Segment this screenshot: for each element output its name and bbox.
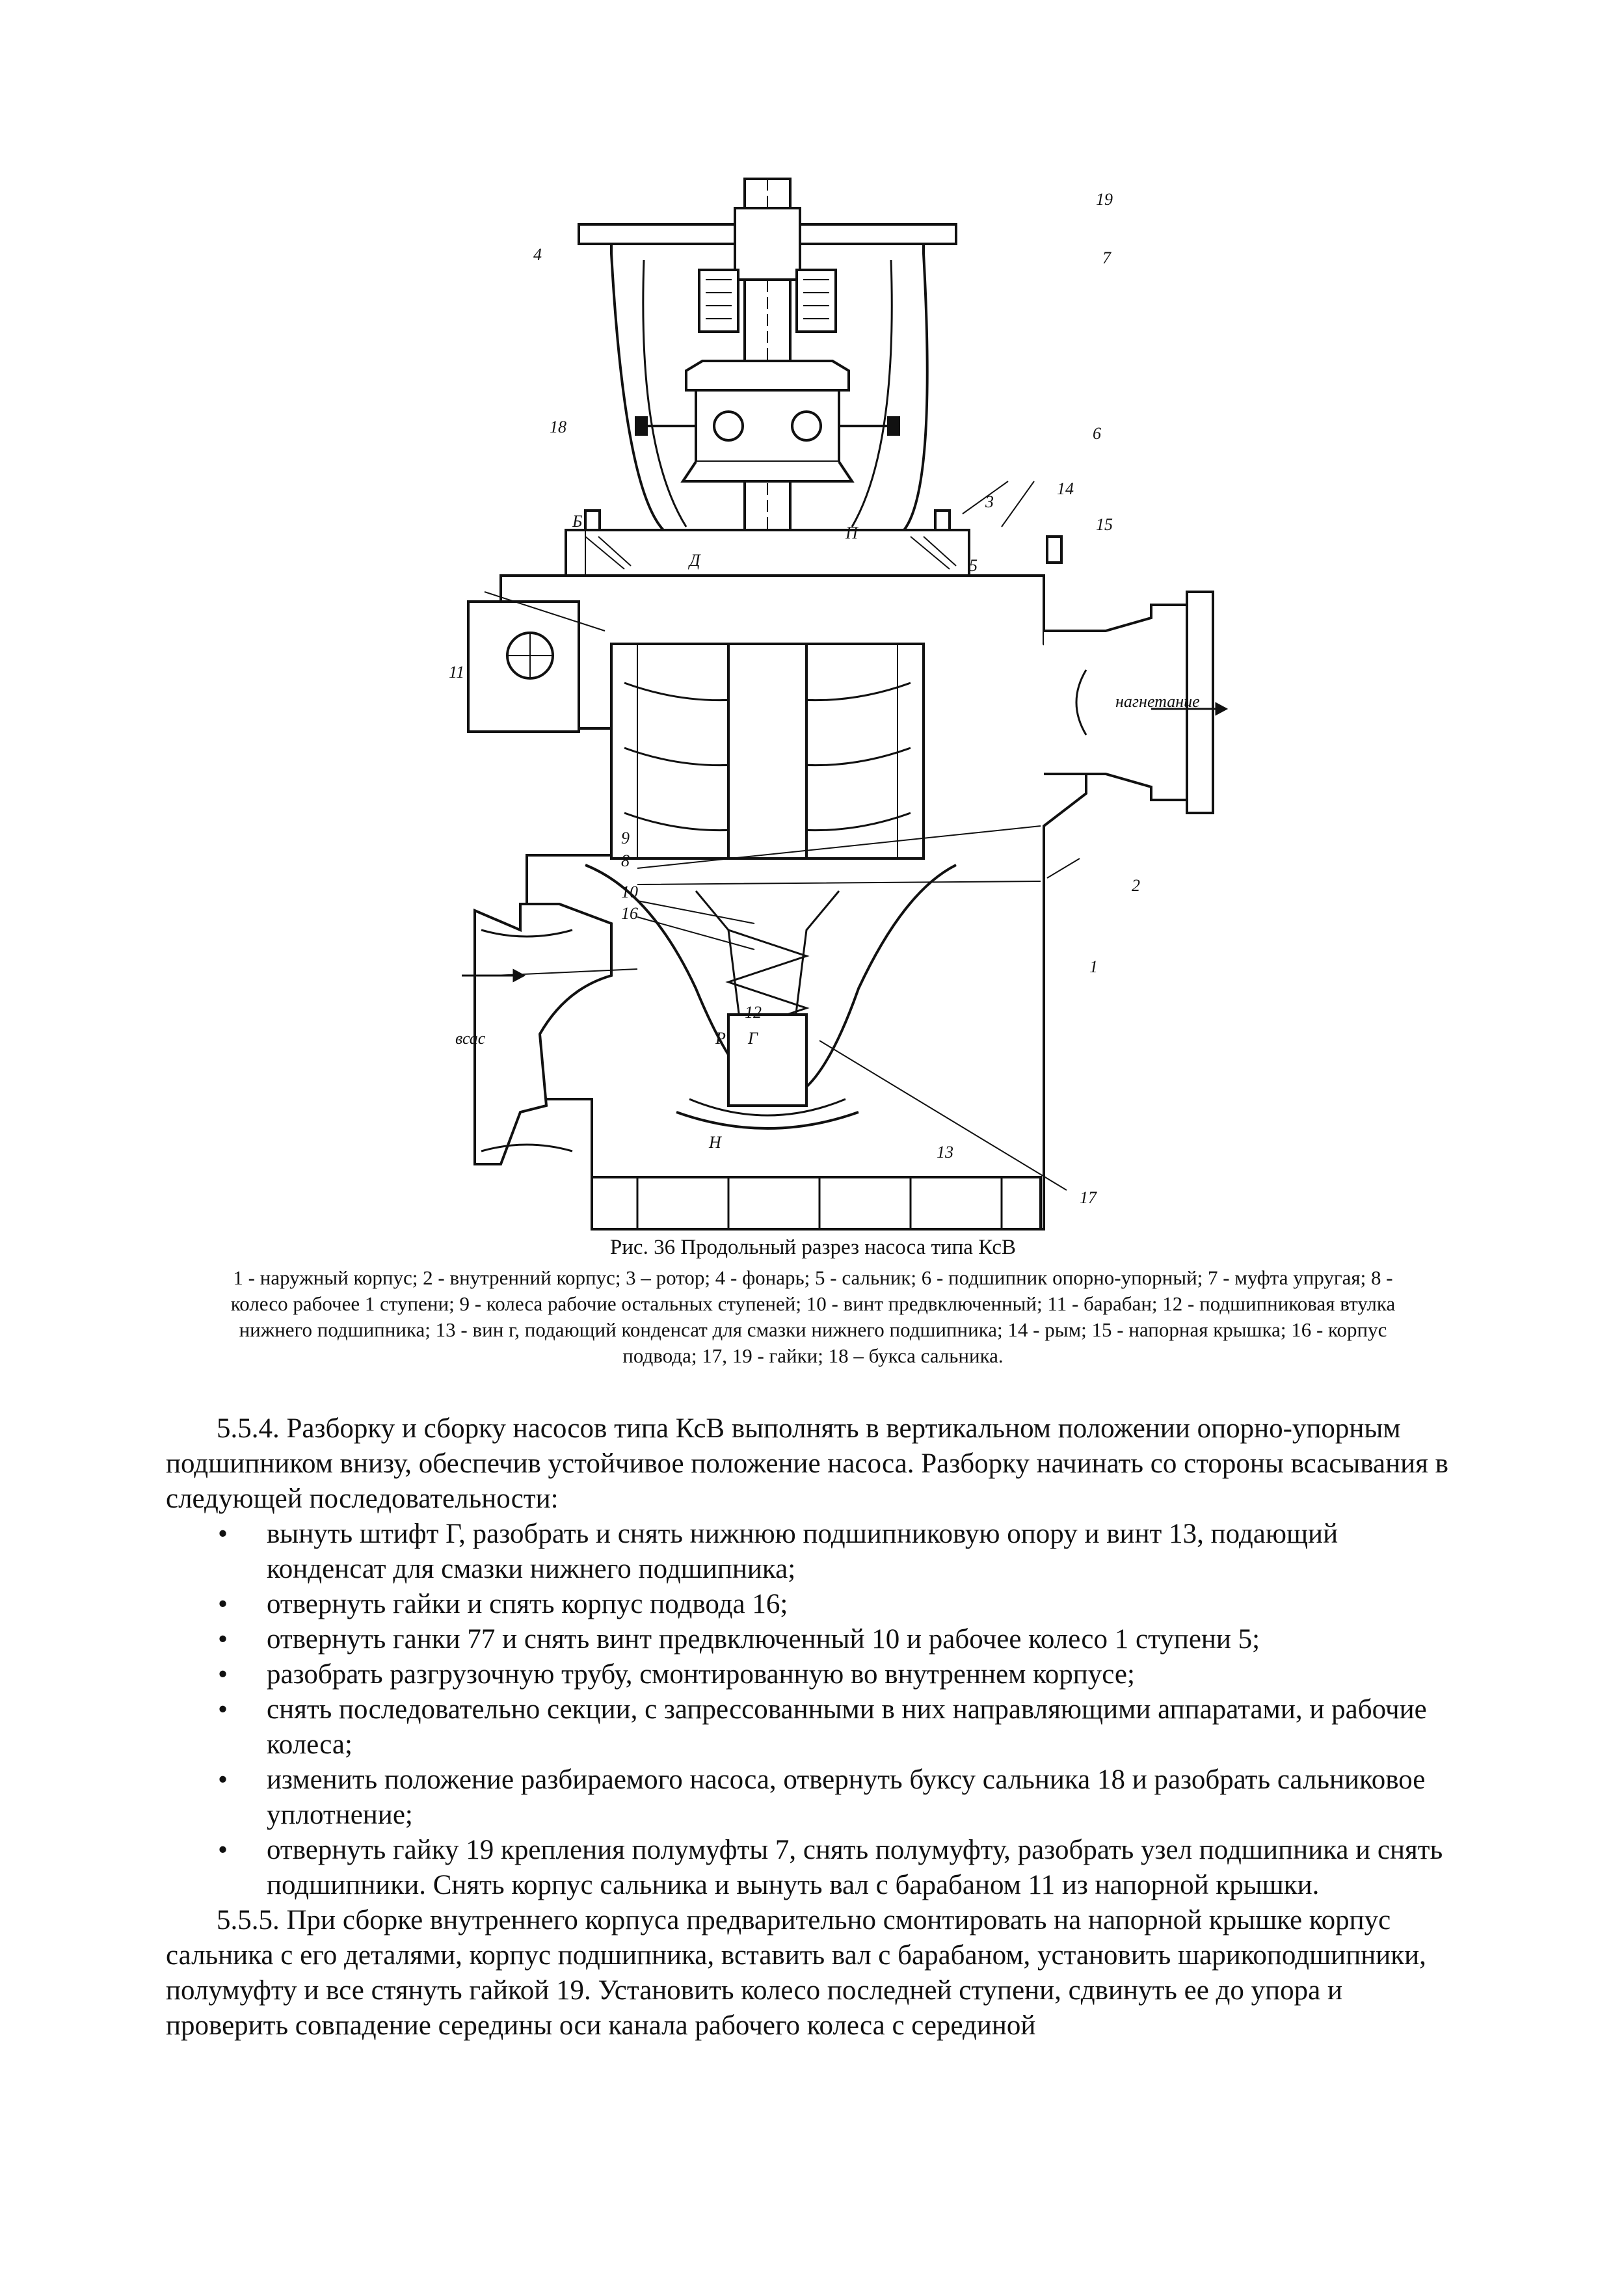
callout-9: 9 — [621, 829, 630, 847]
callout-18: 18 — [550, 418, 566, 436]
bullet-icon: • — [218, 1835, 228, 1865]
section-5-5-4: 5.5.4. Разборку и сборку насосов типа Кс… — [166, 1411, 1460, 2043]
callout-r: Р — [715, 1029, 726, 1048]
bullet-icon: • — [218, 1694, 228, 1725]
callout-8: 8 — [621, 851, 630, 870]
bullet-icon: • — [218, 1764, 228, 1795]
callout-1: 1 — [1089, 957, 1098, 976]
callout-16: 16 — [621, 904, 638, 923]
callout-17: 17 — [1080, 1188, 1097, 1207]
callout-13: 13 — [937, 1143, 953, 1162]
list-item: •вынуть штифт Г, разобрать и снять нижню… — [166, 1517, 1460, 1587]
callout-d: Д — [687, 551, 701, 570]
callout-6: 6 — [1093, 424, 1101, 443]
list-item: •изменить положение разбираемого насоса,… — [166, 1763, 1460, 1833]
callout-14: 14 — [1057, 479, 1074, 498]
figure-caption-legend: 1 - наружный корпус; 2 - внутренний корп… — [230, 1266, 1396, 1367]
callout-5: 5 — [969, 556, 978, 575]
outlet-label: нагнетание — [1115, 692, 1200, 711]
bullet-icon: • — [218, 1519, 228, 1549]
list-item: •отвернуть гайку 19 крепления полумуфты … — [166, 1833, 1460, 1903]
callout-3: 3 — [985, 492, 994, 511]
callout-11: 11 — [449, 663, 464, 682]
callout-labels: 19 4 7 18 6 Б Д 14 15 3 П 5 11 нагнетани… — [449, 190, 1200, 1207]
paragraph-5-5-5: 5.5.5. При сборке внутреннего корпуса пр… — [166, 1905, 1426, 2041]
figure-caption-title: Рис. 36 Продольный разрез насоса типа Кс… — [609, 1236, 1017, 1259]
callout-7: 7 — [1102, 248, 1112, 267]
inlet-label: всас — [455, 1029, 486, 1048]
bullet-icon: • — [218, 1659, 228, 1690]
callout-2: 2 — [1132, 876, 1140, 895]
pump-cross-section-drawing: 19 4 7 18 6 Б Д 14 15 3 П 5 11 нагнетани… — [449, 178, 1229, 1230]
bullet-icon: • — [218, 1589, 228, 1619]
bullet-icon: • — [218, 1624, 228, 1655]
flow-arrows — [462, 702, 1229, 983]
drawing-body — [467, 178, 1214, 1230]
paragraph-5-5-4: 5.5.4. Разборку и сборку насосов типа Кс… — [166, 1413, 1448, 1514]
list-item: •отвернуть гайки и спять корпус подвода … — [166, 1587, 1460, 1622]
callout-12: 12 — [745, 1003, 762, 1022]
disassembly-steps-list: •вынуть штифт Г, разобрать и снять нижню… — [166, 1517, 1460, 1903]
list-item: •снять последовательно секции, с запресс… — [166, 1692, 1460, 1763]
callout-p: П — [845, 524, 859, 542]
list-item: •отвернуть ганки 77 и снять винт предвкл… — [166, 1622, 1460, 1657]
list-item: •разобрать разгрузочную трубу, смонтиров… — [166, 1657, 1460, 1692]
callout-h: Н — [708, 1133, 722, 1152]
callout-b: Б — [572, 512, 582, 531]
callout-15: 15 — [1096, 515, 1113, 534]
callout-10: 10 — [621, 883, 638, 901]
callout-g: Г — [747, 1029, 758, 1048]
callout-4: 4 — [533, 245, 542, 264]
callout-19: 19 — [1096, 190, 1113, 209]
